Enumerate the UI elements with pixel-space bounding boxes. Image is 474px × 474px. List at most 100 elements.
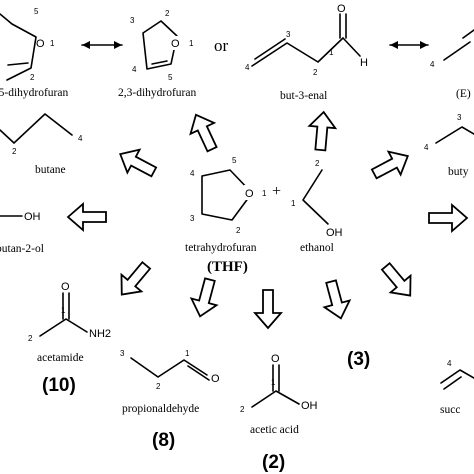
dihydrofuran-25-label-1: 1	[50, 39, 55, 48]
acetic-acid-structure: O OH 1 2	[240, 353, 318, 414]
dihydrofuran-23-structure: O 1 2 3 4 5	[130, 9, 194, 82]
arrow-to-propionaldehyde	[189, 277, 219, 318]
thf-label-5: 5	[232, 156, 237, 165]
acetic-acid-name: acetic acid	[250, 424, 299, 436]
arrow-to-butane	[119, 148, 158, 178]
plus-sign: +	[272, 183, 281, 200]
butanol-structure: OH	[0, 211, 41, 223]
dihydrofuran-23-oxygen: O	[171, 38, 180, 50]
dihydrofuran-25-bonds	[0, 13, 37, 81]
acetamide-backbone	[39, 318, 88, 337]
reaction-arrows	[66, 110, 469, 330]
e-isomer-name: (E)	[456, 88, 471, 100]
arrow-to-right-product	[428, 203, 469, 233]
acetamide-label-2: 2	[28, 334, 33, 343]
butenal-label-1: 1	[329, 48, 334, 57]
dihydrofuran-23-double-bond	[151, 60, 168, 65]
butyl-label-3: 3	[457, 113, 462, 122]
thf-ring	[201, 169, 253, 221]
butane-label-4: 4	[78, 134, 83, 143]
butenal-structure: O H 1 2 3 4	[245, 3, 368, 77]
ethanol-label-1: 1	[291, 199, 296, 208]
dihydrofuran-23-label-1: 1	[189, 39, 194, 48]
thf-structure: O 1 2 3 4 5	[190, 156, 267, 235]
propionaldehyde-label-2: 2	[156, 382, 161, 391]
ethanol-name: ethanol	[300, 242, 334, 254]
dihydrofuran-23-label-4: 4	[132, 65, 137, 74]
propionaldehyde-structure: O 1 2 3	[120, 349, 220, 391]
thf-label-1: 1	[262, 189, 267, 198]
arrow-to-dihydrofuran	[189, 113, 218, 153]
dihydrofuran-23-label-5: 5	[168, 73, 173, 82]
dihydrofuran-25-double-bond	[7, 62, 29, 66]
butenal-label-3: 3	[286, 30, 291, 39]
acetamide-amine: NH2	[89, 328, 111, 340]
butane-label-2: 2	[12, 147, 17, 156]
propionaldehyde-label-1: 1	[185, 349, 190, 358]
propionaldehyde-oxygen: O	[211, 373, 220, 385]
butane-chain	[0, 113, 73, 144]
butyl-structure: 3 4	[424, 113, 474, 152]
acetic-acid-label-2: 2	[240, 405, 245, 414]
acetic-acid-backbone	[251, 390, 300, 408]
dihydrofuran-25-oxygen: O	[36, 38, 45, 50]
acetic-acid-hydroxyl: OH	[301, 400, 318, 412]
e-isomer-bond	[443, 41, 471, 61]
butyl-name: buty	[448, 166, 469, 178]
succinaldehyde-structure: 4	[440, 359, 474, 390]
acetic-acid-oxygen: O	[271, 353, 280, 365]
acetamide-ref: (10)	[42, 375, 76, 396]
arrow-to-product-3	[322, 279, 352, 320]
butanol-hydroxyl: OH	[24, 211, 41, 223]
succinaldehyde-label-4: 4	[447, 359, 452, 368]
acetamide-structure: O NH2 1 2	[28, 281, 111, 343]
butane-structure: 2 4	[0, 113, 83, 156]
dihydrofuran-23-name: 2,3-dihydrofuran	[118, 87, 196, 99]
acetamide-name: acetamide	[37, 352, 84, 364]
propionaldehyde-name: propionaldehyde	[122, 403, 199, 415]
succinaldehyde-chain	[440, 369, 474, 384]
equilibrium-arrow-right	[389, 41, 429, 49]
thf-label-3: 3	[190, 214, 195, 223]
dihydrofuran-23-label-2: 2	[165, 9, 170, 18]
arrow-to-butenal	[307, 110, 338, 152]
arrow-to-acetamide	[120, 260, 152, 296]
arrow-to-succinaldehyde	[380, 261, 412, 297]
dihydrofuran-25-label-5: 5	[34, 7, 39, 16]
dihydrofuran-23-label-3: 3	[130, 16, 135, 25]
propionaldehyde-chain	[130, 357, 208, 378]
acetamide-label-1: 1	[61, 306, 66, 315]
e-isomer-label-4: 4	[430, 60, 435, 69]
butenal-alkene-double-bond	[254, 38, 286, 60]
thf-oxygen: O	[245, 188, 254, 200]
butyl-chain	[435, 126, 474, 144]
ethanol-label-2: 2	[315, 159, 320, 168]
thf-name: tetrahydrofuran	[185, 242, 257, 254]
butyl-label-4: 4	[424, 143, 429, 152]
butanol-name: butan-2-ol	[0, 243, 44, 255]
arrow-to-butyl	[370, 150, 409, 180]
thf-abbreviation: (THF)	[207, 259, 248, 275]
acetic-acid-ref: (2)	[262, 452, 285, 473]
butenal-hydrogen: H	[360, 57, 368, 69]
dihydrofuran-25-label-2: 2	[30, 73, 35, 82]
thf-label-2: 2	[236, 226, 241, 235]
ethanol-chain	[302, 169, 329, 225]
butenal-oxygen: O	[337, 3, 346, 15]
arrow-to-acetic-acid	[253, 289, 283, 330]
butane-name: butane	[35, 164, 66, 176]
butenal-label-2: 2	[313, 68, 318, 77]
dihydrofuran-25-structure: O 1 5 2	[0, 7, 55, 82]
acetamide-oxygen: O	[61, 281, 70, 293]
butenal-name: but-3-enal	[280, 90, 327, 102]
ethanol-structure: OH 1 2	[291, 159, 343, 239]
propionaldehyde-ref: (8)	[152, 430, 175, 451]
butenal-chain	[251, 37, 344, 67]
equilibrium-arrow-left	[81, 41, 123, 49]
e-isomer-structure: 4	[430, 29, 474, 69]
butenal-label-4: 4	[245, 63, 250, 72]
product-3-ref: (3)	[347, 349, 370, 370]
propionaldehyde-label-3: 3	[120, 349, 125, 358]
acetic-acid-label-1: 1	[271, 378, 276, 387]
